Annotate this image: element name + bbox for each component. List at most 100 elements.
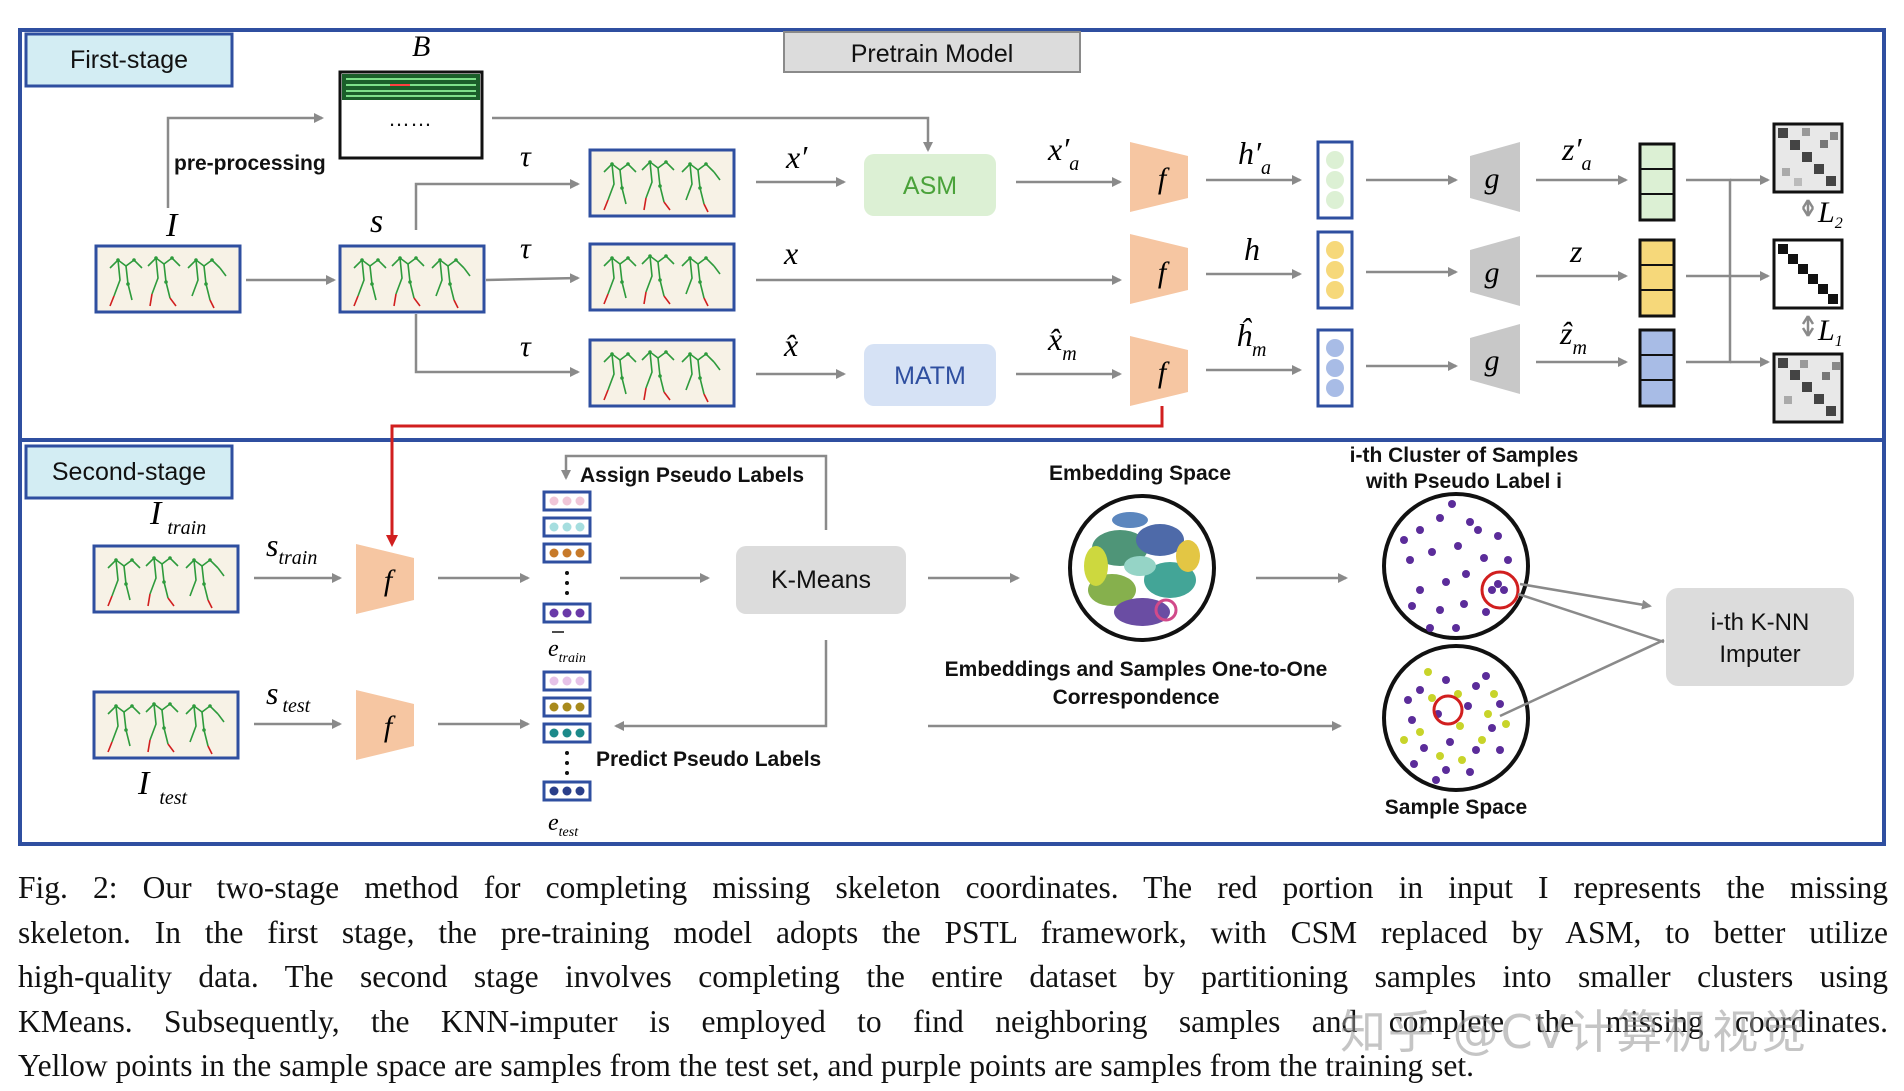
svg-text:……: …… bbox=[388, 106, 432, 131]
z-prime-a-label: z′a bbox=[1561, 131, 1591, 175]
svg-text:g: g bbox=[1485, 256, 1500, 289]
train-skeleton-input bbox=[92, 544, 240, 614]
z-label: z bbox=[1569, 233, 1583, 269]
second-stage-frame bbox=[18, 438, 1886, 846]
first-stage-tab: First-stage bbox=[24, 32, 234, 88]
caption-line-1: Fig. 2: Our two-stage method for complet… bbox=[18, 870, 1888, 905]
e-test-label: etest bbox=[548, 810, 579, 840]
branch-arrow-mid bbox=[485, 273, 580, 284]
line-sample-to-knn bbox=[1499, 638, 1665, 718]
skeleton-branch-bot bbox=[588, 338, 736, 408]
correspondence-label-line1: Embeddings and Samples One-to-One bbox=[945, 658, 1328, 681]
x-label: x bbox=[783, 235, 798, 271]
batch-B-label: B bbox=[412, 30, 430, 63]
merge-lines bbox=[1686, 178, 1732, 364]
second-stage-tab: Second-stage bbox=[24, 444, 234, 500]
svg-text:ASM: ASM bbox=[903, 172, 957, 200]
sample-space-label: Sample Space bbox=[1385, 796, 1527, 819]
svg-text:K-Means: K-Means bbox=[771, 566, 871, 594]
projector-g-bot: g bbox=[1470, 324, 1520, 394]
similarity-matrix-identity bbox=[1772, 238, 1844, 310]
h-label: h bbox=[1244, 231, 1260, 267]
svg-text:Second-stage: Second-stage bbox=[52, 458, 206, 486]
branch-arrow-top bbox=[414, 179, 580, 230]
predict-arrow bbox=[614, 640, 828, 731]
caption-line-4: KMeans. Subsequently, the KNN-imputer is… bbox=[18, 1003, 1888, 1039]
similarity-matrix-top bbox=[1772, 122, 1844, 194]
svg-text:First-stage: First-stage bbox=[70, 46, 188, 74]
matm-module: MATM bbox=[864, 344, 996, 406]
svg-text:g: g bbox=[1485, 344, 1500, 377]
preprocessing-label: pre-processing bbox=[174, 152, 326, 175]
h-hat-m-label: ĥm bbox=[1236, 317, 1266, 361]
asm-module: ASM bbox=[864, 154, 996, 216]
assign-pseudo-labels-label: Assign Pseudo Labels bbox=[580, 464, 804, 487]
kmeans-module: K-Means bbox=[736, 546, 906, 614]
x-hat-m-label: x̂m bbox=[1047, 321, 1077, 365]
vector-z-hat-m bbox=[1638, 328, 1676, 408]
h-prime-a-label: h′a bbox=[1238, 135, 1271, 179]
encoder-f-top: f bbox=[1130, 142, 1188, 212]
watermark: 知乎 @CV计算机视觉 bbox=[1340, 1005, 1809, 1059]
svg-text:Pretrain Model: Pretrain Model bbox=[851, 40, 1014, 68]
cluster-i-plot bbox=[1382, 492, 1530, 640]
embedding-space-title: Embedding Space bbox=[1049, 462, 1231, 485]
x-hat-label: x̂ bbox=[783, 327, 798, 363]
knn-imputer-module: i-th K-NN Imputer bbox=[1666, 588, 1854, 686]
l2-double-arrow bbox=[1801, 199, 1815, 217]
encoder-f-bot: f bbox=[1130, 336, 1188, 406]
correspondence-label-line2: Correspondence bbox=[1053, 686, 1220, 709]
feature-h bbox=[1316, 230, 1354, 310]
input-I-label: I bbox=[165, 207, 179, 244]
augmented-skeleton-s bbox=[338, 244, 486, 314]
batch-to-asm-arrow bbox=[492, 116, 933, 152]
pretrain-model-label: Pretrain Model bbox=[783, 31, 1081, 73]
tau-mid: τ bbox=[520, 232, 532, 265]
train-embeddings-stack bbox=[542, 490, 592, 624]
cluster-title-line2: with Pseudo Label i bbox=[1365, 470, 1562, 493]
skeleton-branch-mid bbox=[588, 242, 736, 312]
input-skeleton-I bbox=[94, 244, 242, 314]
encoder-f-test: f bbox=[356, 690, 414, 760]
similarity-matrix-bottom bbox=[1772, 352, 1844, 424]
z-hat-m-label: ẑm bbox=[1559, 315, 1587, 359]
svg-text:i-th K-NN: i-th K-NN bbox=[1711, 609, 1810, 636]
x-prime-a-label: x′a bbox=[1047, 131, 1079, 175]
arrow-cluster-to-knn bbox=[1519, 582, 1652, 610]
branch-arrow-bot bbox=[414, 314, 580, 377]
skeleton-branch-top bbox=[588, 148, 736, 218]
loss-L2-label: L2 bbox=[1817, 196, 1843, 232]
svg-text:Imputer: Imputer bbox=[1719, 641, 1800, 668]
shared-encoder-transfer-arrow bbox=[386, 406, 1164, 547]
batch-B-box: …… bbox=[338, 70, 484, 160]
s-train-label: strain bbox=[266, 527, 317, 569]
tau-bot: τ bbox=[520, 330, 532, 363]
cluster-title-line1: i-th Cluster of Samples bbox=[1350, 444, 1579, 467]
loss-L1-label: L1 bbox=[1817, 314, 1843, 350]
l1-double-arrow bbox=[1801, 315, 1815, 337]
caption-line-5: Yellow points in the sample space are sa… bbox=[18, 1048, 1474, 1083]
line-cluster-to-knn bbox=[1517, 592, 1665, 644]
assign-arrow bbox=[561, 454, 828, 530]
x-prime-label: x′ bbox=[785, 139, 808, 175]
feature-h-prime-a bbox=[1316, 140, 1354, 220]
vector-z bbox=[1638, 238, 1676, 318]
feature-h-hat-m bbox=[1316, 328, 1354, 408]
test-skeleton-input bbox=[92, 690, 240, 760]
embedding-space-plot bbox=[1068, 494, 1216, 642]
caption-line-3: high-quality data. The second stage invo… bbox=[18, 959, 1888, 994]
svg-text:MATM: MATM bbox=[894, 362, 966, 390]
projector-g-top: g bbox=[1470, 142, 1520, 212]
figure-caption: Fig. 2: Our two-stage method for complet… bbox=[18, 866, 1888, 1089]
vector-z-prime-a bbox=[1638, 142, 1676, 222]
caption-line-2: skeleton. In the first stage, the pre-tr… bbox=[18, 914, 1888, 950]
projector-g-mid: g bbox=[1470, 236, 1520, 306]
preprocessing-arrow bbox=[166, 113, 324, 208]
svg-text:g: g bbox=[1485, 162, 1500, 195]
e-train-label: etrain bbox=[548, 636, 586, 666]
encoder-f-train: f bbox=[356, 544, 414, 614]
